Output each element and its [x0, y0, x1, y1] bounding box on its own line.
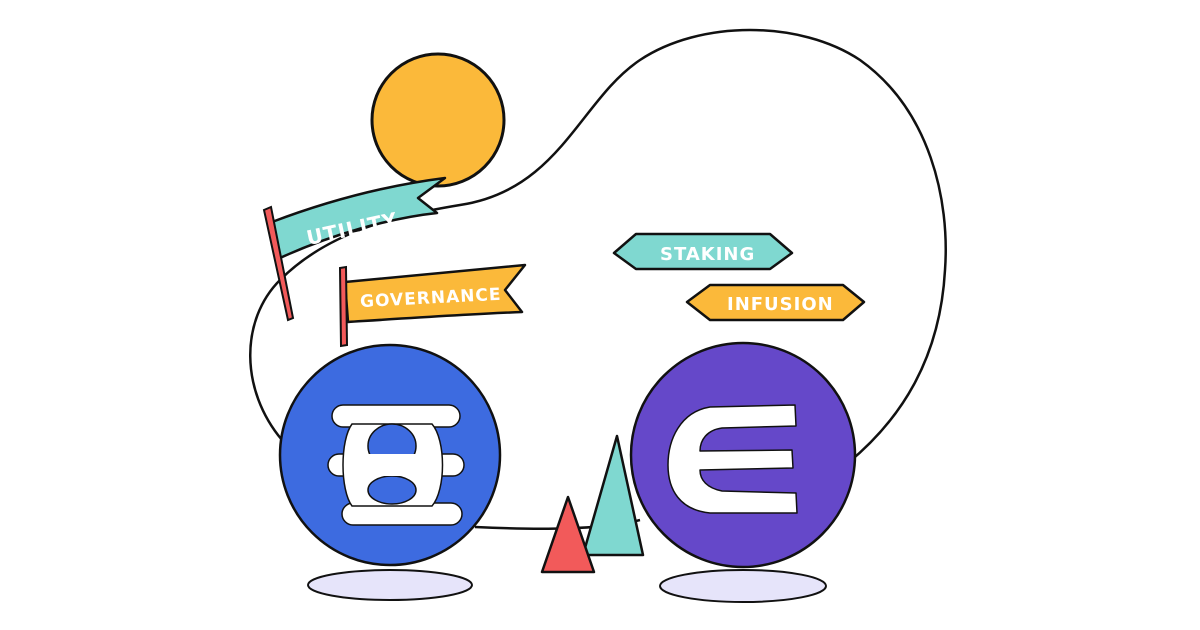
governance-flag-pole	[338, 265, 349, 348]
sun-circle	[370, 52, 506, 188]
governance-flag: GOVERNANCE	[338, 263, 527, 348]
utility-flag-banner	[270, 176, 447, 260]
teal-triangle	[581, 434, 645, 557]
efinity-logo-icon	[327, 404, 465, 526]
efinity-coin-shadow	[307, 569, 473, 601]
enjin-coin-shadow	[659, 569, 827, 603]
staking-sign-shape	[612, 232, 794, 271]
utility-flag-pole	[262, 205, 295, 322]
loop-curve	[249, 28, 947, 464]
infusion-sign: INFUSION	[685, 283, 866, 322]
efinity-coin	[278, 343, 502, 567]
enjin-logo-icon	[667, 404, 798, 514]
staking-sign-label: STAKING	[660, 244, 755, 265]
governance-flag-banner	[343, 263, 527, 324]
infusion-sign-shape	[685, 283, 866, 322]
staking-sign: STAKING	[612, 232, 794, 271]
enjin-coin	[629, 341, 857, 569]
infusion-sign-label: INFUSION	[727, 294, 834, 315]
red-triangle	[540, 495, 596, 574]
